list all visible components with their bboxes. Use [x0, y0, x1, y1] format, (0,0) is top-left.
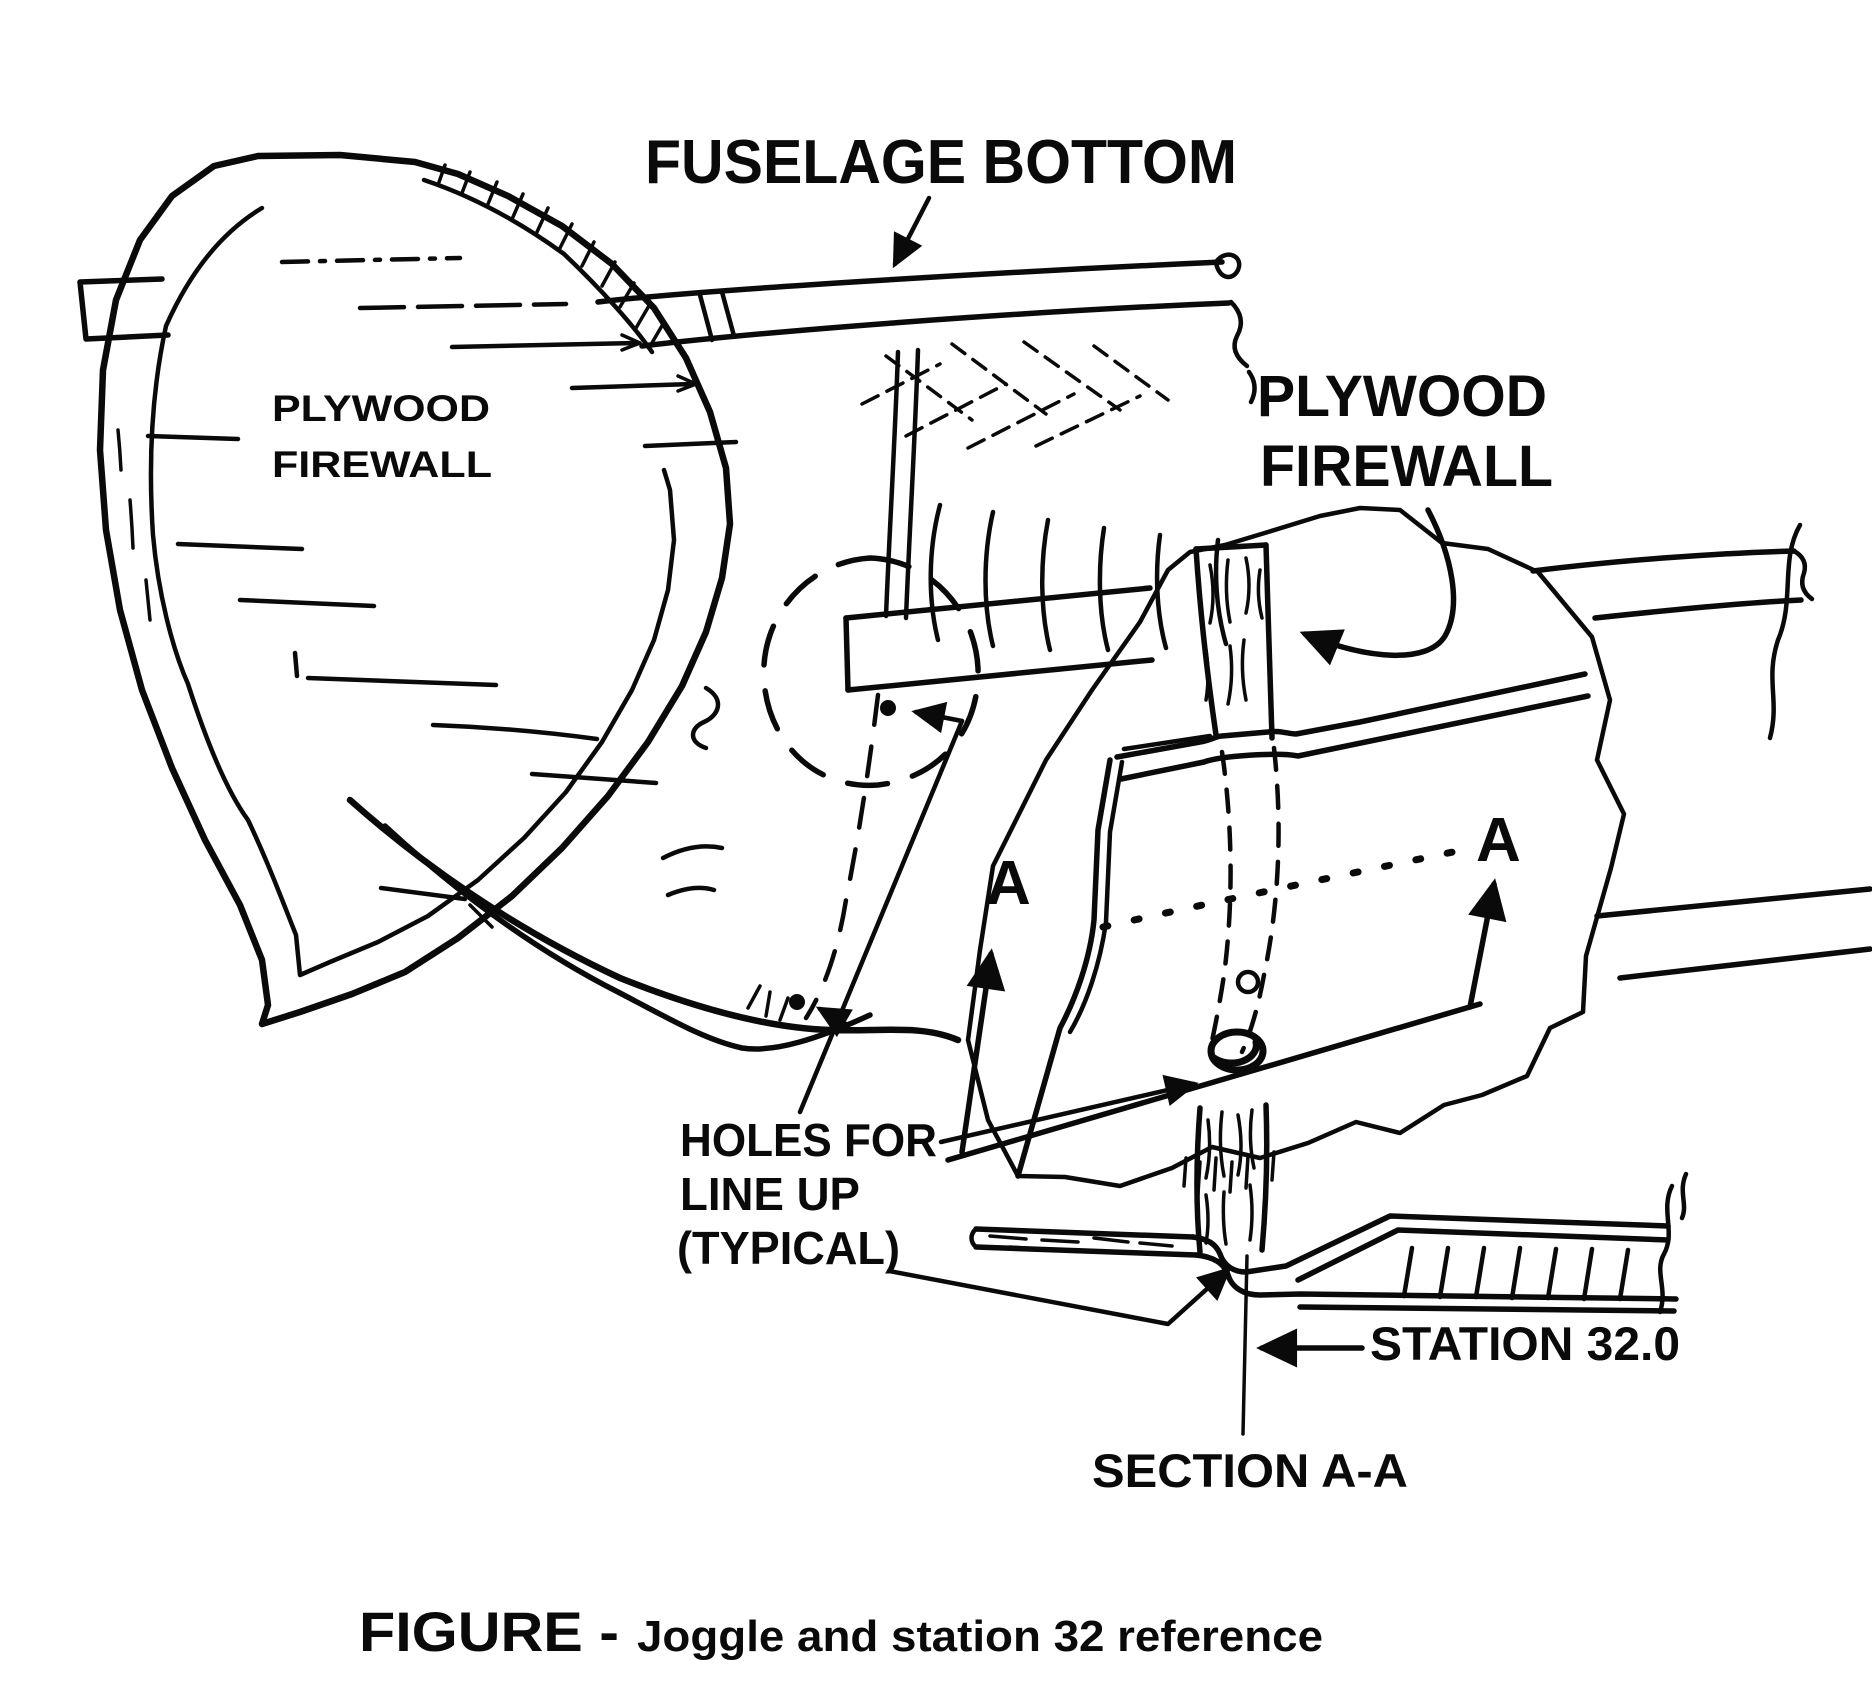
holes-label-line2: LINE UP: [680, 1168, 860, 1220]
text-labels: FUSELAGE BOTTOM PLYWOOD FIREWALL PLYWOOD…: [272, 128, 1680, 1663]
firewall-pointer-arc: [1299, 507, 1457, 666]
firewall-disc-rim: [148, 205, 677, 978]
section-rib-hatching: [1401, 1245, 1631, 1302]
section-break-squiggle: [1657, 1183, 1675, 1315]
right-firewall-sketch: [945, 505, 1872, 1196]
section-strip: [969, 1226, 1199, 1258]
hole1-leader: [797, 718, 965, 1115]
joggle-area-dashed-oval: [761, 555, 981, 789]
section-firewall-post: [1194, 1102, 1270, 1255]
firewall-tab: [77, 276, 171, 342]
figure-caption-title: Joggle and station 32 reference: [637, 1612, 1323, 1661]
panel-left-edge: [1015, 757, 1125, 1179]
section-marker-right-label: A: [1476, 806, 1521, 875]
leader-lines: [797, 195, 1232, 1327]
fuselage-contour-arcs: [660, 502, 1229, 898]
lineup-hole-1: [880, 700, 965, 734]
fuselage-bottom-label: FUSELAGE BOTTOM: [645, 128, 1237, 197]
strip-grain: [1204, 556, 1264, 706]
fuselage-bottom-curves: [346, 796, 962, 1052]
holes-label-line3: (TYPICAL): [677, 1222, 900, 1274]
holes-to-circled-hole-leader: [938, 1074, 1199, 1145]
firewall-edge-band: [421, 177, 655, 355]
plywood-firewall-left-label-line2: FIREWALL: [272, 444, 492, 485]
left-firewall-edge-line: [803, 347, 921, 1021]
holes-label-line1: HOLES FOR: [680, 1114, 937, 1166]
figure-caption-prefix: FIGURE -: [359, 1600, 619, 1663]
section-dotted-line: [1099, 844, 1476, 931]
firewall-disc-outline: [96, 151, 734, 1028]
plywood-firewall-right-label-line2: FIREWALL: [1260, 434, 1553, 499]
right-longeron-rail: [1114, 671, 1591, 782]
station-label: STATION 32.0: [1370, 1317, 1680, 1370]
section-arrow-left: [959, 948, 1006, 1155]
section-arrow-right: [1467, 878, 1507, 1010]
plywood-firewall-left-label-line1: PLYWOOD: [272, 388, 490, 429]
fuselage-hatch-marks: [860, 340, 1170, 450]
section-strip-grain: [988, 1234, 1174, 1251]
typical-to-joggle-leader: [886, 1266, 1232, 1327]
lineup-hole-2: [746, 984, 853, 1038]
disc-wood-grain: [145, 255, 739, 902]
station-line: [1241, 1254, 1249, 1436]
left-firewall-sketch: [77, 151, 1257, 1052]
section-label: SECTION A-A: [1092, 1444, 1408, 1497]
station-reference: [1241, 1254, 1365, 1436]
right-fuselage-lines: [1530, 522, 1872, 981]
section-post-grain: [1204, 1108, 1256, 1246]
section-joggle: [1190, 1171, 1689, 1315]
section-aa-detail: [969, 1102, 1689, 1436]
fuselage-bottom-panel: [595, 252, 1257, 405]
rim-grain: [116, 428, 494, 929]
torn-outline: [965, 505, 1627, 1189]
firewall-strip: [1193, 542, 1281, 1055]
fuselage-bottom-leader: [892, 195, 932, 269]
plywood-firewall-right-label-line1: PLYWOOD: [1257, 364, 1547, 429]
section-marker-left-label: A: [986, 849, 1031, 918]
section-cut-line: [945, 878, 1507, 1163]
left-longeron-strip: [843, 585, 1155, 693]
circled-hole: [1207, 1028, 1267, 1074]
